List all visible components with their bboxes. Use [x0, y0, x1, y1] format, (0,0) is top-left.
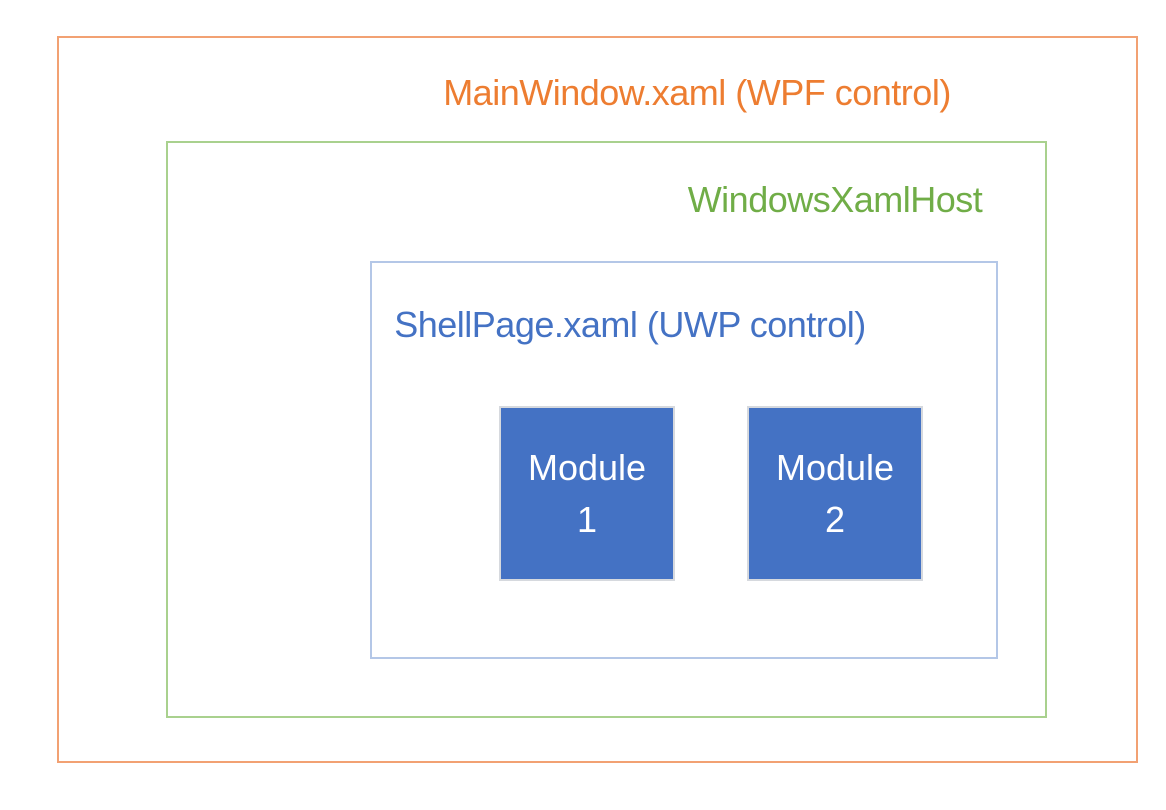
shellpage-uwp-label: ShellPage.xaml (UWP control): [394, 304, 866, 345]
windowsxamlhost-label: WindowsXamlHost: [687, 179, 983, 220]
module-1-label-line1: Module: [527, 447, 647, 489]
shellpage-uwp-box: [370, 261, 998, 659]
module-2-label-line2: 2: [824, 498, 846, 540]
module-2-box: Module 2: [747, 406, 923, 581]
module-1-label-line2: 1: [576, 498, 598, 540]
mainwindow-wpf-box: [57, 36, 1138, 763]
module-2-label-line1: Module: [775, 447, 895, 489]
mainwindow-wpf-label: MainWindow.xaml (WPF control): [443, 72, 951, 113]
windowsxamlhost-box: [166, 141, 1047, 718]
module-1-box: Module 1: [499, 406, 675, 581]
